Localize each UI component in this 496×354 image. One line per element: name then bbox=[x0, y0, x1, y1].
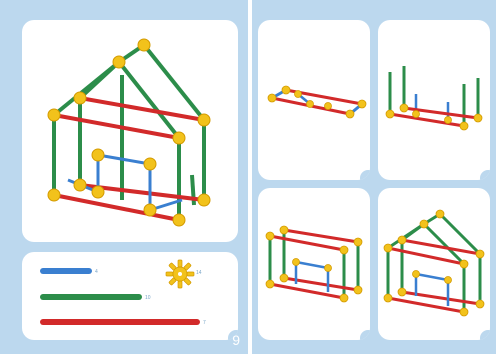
parts-legend-illustration: 4 10 7 14 bbox=[22, 252, 238, 340]
finished-model-card bbox=[22, 20, 238, 242]
step-1-illustration bbox=[258, 20, 370, 180]
step-4-illustration bbox=[378, 188, 490, 340]
yellow-connector-icon bbox=[166, 260, 194, 288]
step-2-card bbox=[378, 20, 490, 180]
red-rod-count: 7 bbox=[203, 320, 206, 326]
page-number: 9 bbox=[232, 332, 240, 348]
corner-tab bbox=[360, 330, 370, 340]
corner-tab bbox=[360, 170, 370, 180]
step-4-card bbox=[378, 188, 490, 340]
finished-model-illustration bbox=[22, 20, 238, 242]
left-page: 4 10 7 14 bbox=[0, 0, 248, 354]
green-rod-swatch bbox=[40, 294, 142, 300]
right-page bbox=[252, 0, 496, 354]
blue-rod-count: 4 bbox=[95, 269, 98, 275]
step-1-card bbox=[258, 20, 370, 180]
blue-rod-swatch bbox=[40, 268, 92, 274]
yellow-connector-count: 14 bbox=[196, 270, 202, 276]
step-3-illustration bbox=[258, 188, 370, 340]
step-3-card bbox=[258, 188, 370, 340]
green-rod-count: 10 bbox=[145, 295, 151, 301]
red-rod-swatch bbox=[40, 319, 200, 325]
parts-legend-card: 4 10 7 14 bbox=[22, 252, 238, 340]
corner-tab bbox=[480, 170, 490, 180]
step-2-illustration bbox=[378, 20, 490, 180]
corner-tab bbox=[480, 330, 490, 340]
